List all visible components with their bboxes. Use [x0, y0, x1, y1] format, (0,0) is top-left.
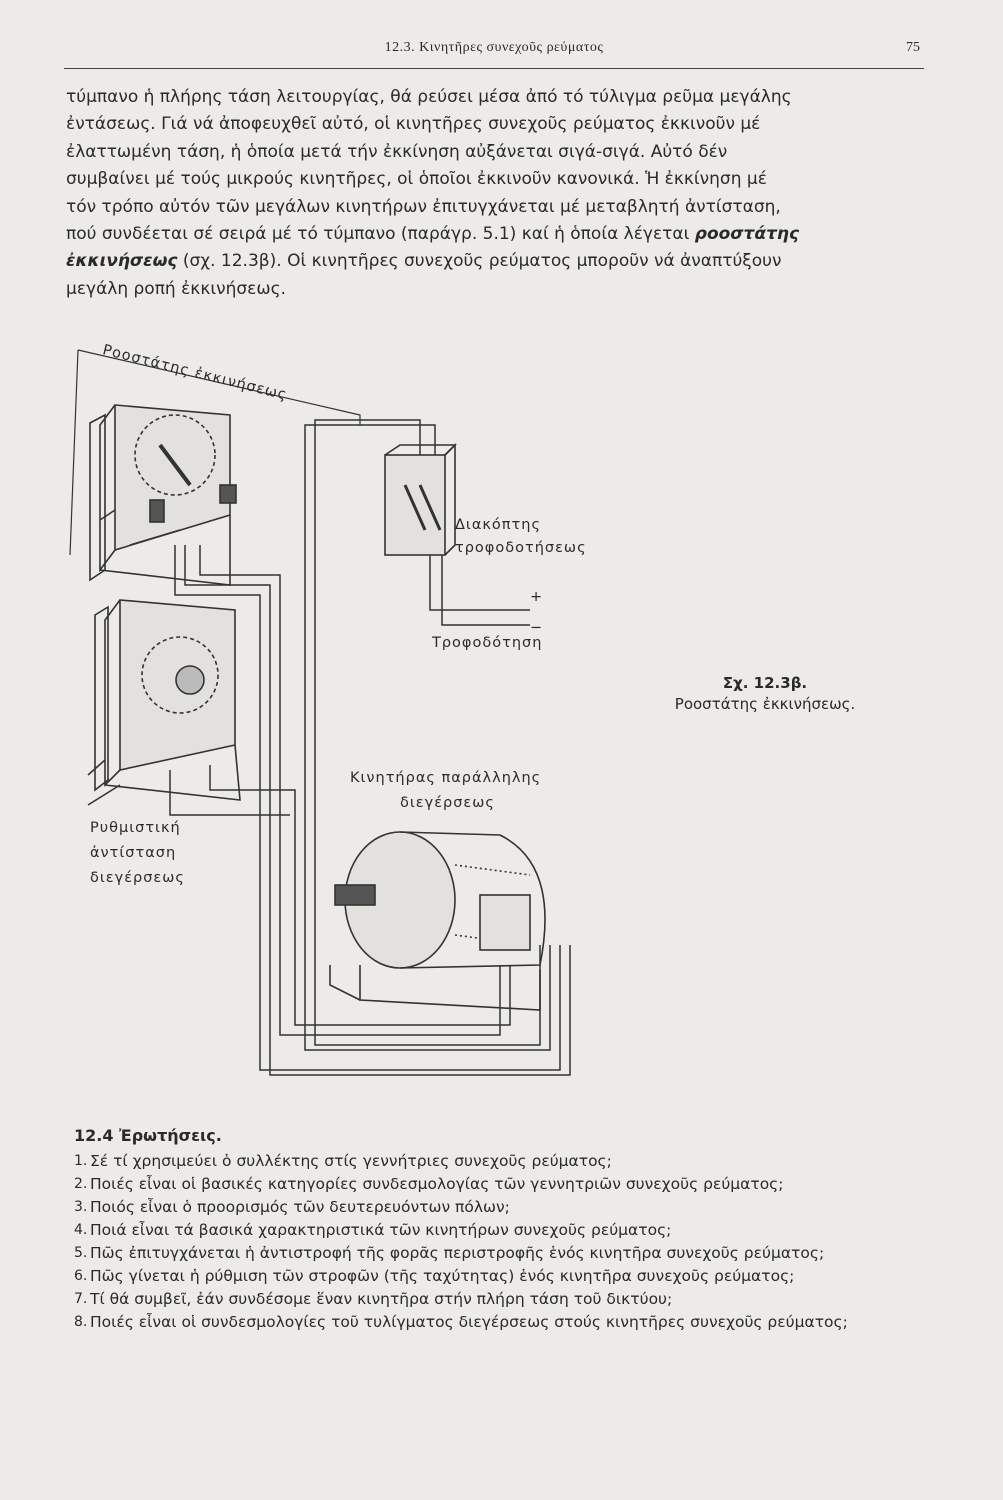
paragraph-line: μεγάλη ροπή ἐκκινήσεως.	[66, 278, 286, 299]
starter-rheostat	[89, 404, 237, 586]
item-text: Ποιές εἶναι οἱ συνδεσμολογίες τοῦ τυλίγμ…	[90, 1313, 848, 1331]
item-number: 7.	[74, 1291, 88, 1307]
paragraph-line: συμβαίνει μέ τούς μικρούς κινητῆρες, οἱ …	[66, 169, 767, 190]
item-text: Τί θά συμβεῖ, ἐάν συνδέσομε ἕναν κινητῆρ…	[90, 1290, 673, 1308]
label-field-line1: Ρυθμιστική	[90, 820, 181, 836]
label-supply: Τροφοδότηση	[432, 635, 543, 651]
list-item: 3.Ποιός εἶναι ὁ προορισμός τῶν δευτερευό…	[74, 1196, 936, 1219]
field-rheostat	[87, 599, 241, 806]
list-item: 6.Πῶς γίνεται ἡ ρύθμιση τῶν στροφῶν (τῆς…	[74, 1265, 936, 1288]
term-rheostat: ροοστάτης	[694, 224, 800, 245]
figure-12-3b: Ροοστάτης ἐκκινήσεως Διακόπτης τροφοδοτή…	[60, 342, 940, 1085]
line-text: πού συνδέεται σέ σειρά μέ τό τύμπανο (πα…	[66, 224, 695, 245]
paragraph-line: τύμπανο ἡ πλήρης τάση λειτουργίας, θά ρε…	[66, 87, 792, 107]
label-field-line3: διεγέρσεως	[90, 870, 185, 886]
item-number: 1.	[74, 1153, 88, 1169]
questions-section: 12.4 Ἐρωτήσεις. 1.Σέ τί χρησιμεύει ὁ συλ…	[74, 1126, 936, 1334]
list-item: 2.Ποιές εἶναι οἱ βασικές κατηγορίες συνδ…	[74, 1173, 936, 1196]
item-number: 8.	[74, 1314, 88, 1330]
wires	[169, 419, 571, 1076]
label-motor-line1: Κινητήρας παράλληλης	[350, 770, 542, 786]
paragraph-line: ἐκκινήσεως (σχ. 12.3β). Οἱ κινητῆρες συν…	[66, 248, 928, 275]
running-title: 12.3. Κινητῆρες συνεχοῦς ρεύματος	[384, 40, 604, 55]
item-text: Πῶς γίνεται ἡ ρύθμιση τῶν στροφῶν (τῆς τ…	[90, 1267, 795, 1285]
item-number: 2.	[74, 1176, 88, 1192]
caption-number: Σχ. 12.3β.	[722, 674, 808, 692]
item-text: Σέ τί χρησιμεύει ὁ συλλέκτης στίς γεννήτ…	[90, 1152, 612, 1170]
figure-caption: Σχ. 12.3β. Ροοστάτης ἐκκινήσεως.	[650, 673, 880, 715]
label-motor-line2: διεγέρσεως	[400, 795, 495, 811]
item-text: Ποιός εἶναι ὁ προορισμός τῶν δευτερευόντ…	[90, 1198, 510, 1216]
label-switch-line1: Διακόπτης	[455, 517, 541, 533]
paragraph-line: ἐλαττωμένη τάση, ἡ ὁποία μετά τήν ἐκκίνη…	[66, 141, 728, 162]
supply-switch	[384, 443, 457, 556]
label-field-line2: ἀντίσταση	[90, 845, 177, 861]
plus-sign: +	[530, 589, 544, 605]
wiring-diagram	[69, 349, 571, 1076]
caption-text: Ροοστάτης ἐκκινήσεως.	[674, 695, 856, 713]
item-number: 6.	[74, 1268, 88, 1284]
item-number: 3.	[74, 1199, 88, 1215]
list-item: 8.Ποιές εἶναι οἱ συνδεσμολογίες τοῦ τυλί…	[74, 1311, 936, 1334]
list-item: 5.Πῶς ἐπιτυγχάνεται ἡ ἀντιστροφή τῆς φορ…	[74, 1242, 936, 1265]
item-text: Ποιές εἶναι οἱ βασικές κατηγορίες συνδεσ…	[90, 1175, 784, 1193]
section-title: 12.4 Ἐρωτήσεις.	[74, 1126, 222, 1145]
list-item: 1.Σέ τί χρησιμεύει ὁ συλλέκτης στίς γενν…	[74, 1150, 936, 1173]
running-header: 12.3. Κινητῆρες συνεχοῦς ρεύματος 75	[64, 34, 924, 69]
paragraph-line: ἐντάσεως. Γιά νά ἀποφευχθεῖ αὐτό, οἱ κιν…	[66, 114, 761, 135]
term-starting: ἐκκινήσεως	[66, 251, 178, 272]
item-text: Ποιά εἶναι τά βασικά χαρακτηριστικά τῶν …	[90, 1221, 672, 1239]
item-number: 4.	[74, 1222, 88, 1238]
minus-sign: −	[530, 620, 544, 636]
paragraph-line: πού συνδέεται σέ σειρά μέ τό τύμπανο (πα…	[66, 221, 928, 248]
shunt-motor	[329, 831, 546, 1011]
item-number: 5.	[74, 1245, 88, 1261]
list-item: 4.Ποιά εἶναι τά βασικά χαρακτηριστικά τῶ…	[74, 1219, 936, 1242]
body-paragraph: τύμπανο ἡ πλήρης τάση λειτουργίας, θά ρε…	[66, 84, 928, 303]
label-switch-line2: τροφοδοτήσεως	[455, 540, 587, 556]
line-text: (σχ. 12.3β). Οἱ κινητῆρες συνεχοῦς ρεύμα…	[177, 251, 782, 272]
page-number: 75	[906, 40, 920, 55]
item-text: Πῶς ἐπιτυγχάνεται ἡ ἀντιστροφή τῆς φορᾶς…	[90, 1244, 825, 1262]
list-item: 7.Τί θά συμβεῖ, ἐάν συνδέσομε ἕναν κινητ…	[74, 1288, 936, 1311]
paragraph-line: τόν τρόπο αὐτόν τῶν μεγάλων κινητήρων ἐπ…	[66, 196, 781, 217]
